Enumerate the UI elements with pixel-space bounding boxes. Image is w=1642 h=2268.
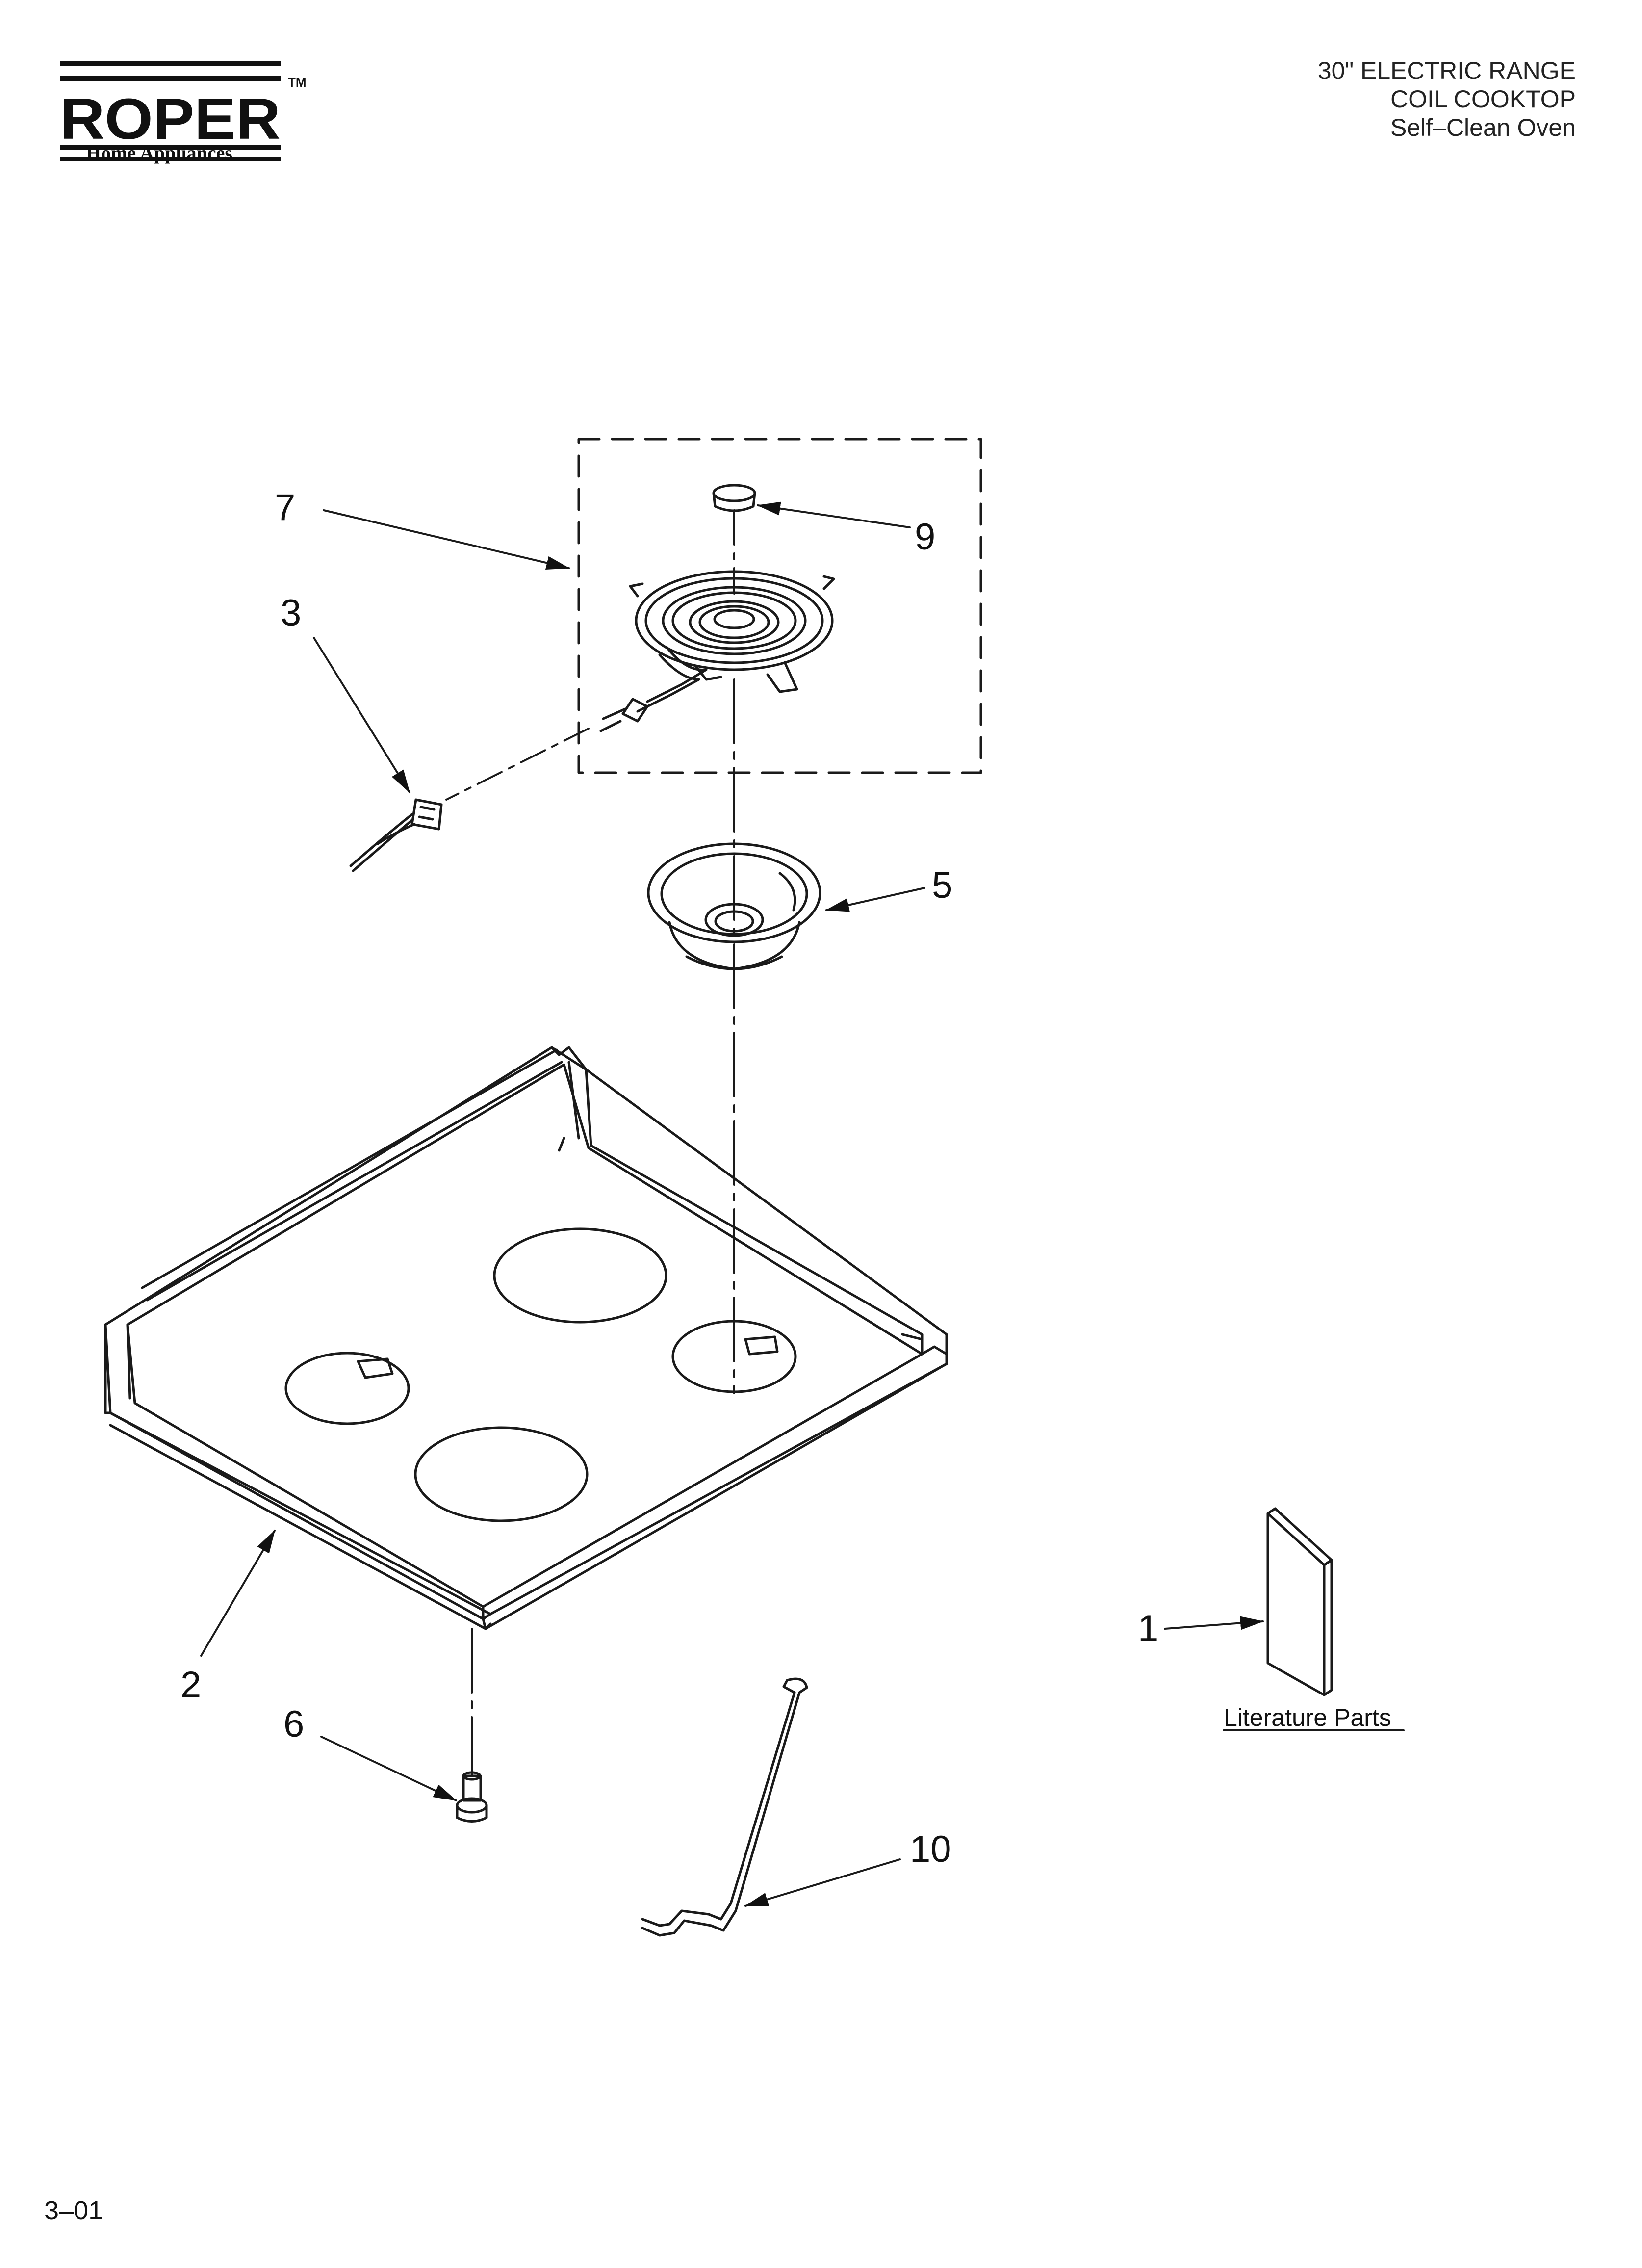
leader-9 [757,501,911,528]
leader-7 [323,509,570,570]
callout-5: 5 [932,864,952,906]
leader-6 [320,1736,457,1801]
burner-opening-front-left [284,1352,410,1425]
model-title-block: 30" ELECTRIC RANGE COIL COOKTOP Self–Cle… [1318,56,1576,142]
terminal-connector-line [445,728,590,801]
title-line-1: 30" ELECTRIC RANGE [1317,57,1576,84]
leader-10 [744,1858,901,1907]
part-9-cap [712,484,756,512]
callout-9: 9 [915,516,935,558]
leader-5 [825,887,925,912]
callout-10: 10 [910,1828,951,1870]
title-line-3: Self–Clean Oven [1390,114,1576,141]
leader-2 [200,1530,276,1657]
callout-7: 7 [275,487,295,528]
logo-tagline: Home Appliances [86,142,232,164]
callout-3: 3 [281,592,301,634]
burner-opening-rear-right [671,1320,797,1393]
leader-1 [1164,1616,1264,1630]
burner-opening-rear-left [493,1227,667,1324]
element-assembly-box [577,438,982,774]
part-1-literature-pack [1266,1507,1333,1696]
callout-2: 2 [180,1664,201,1706]
part-10-rod [641,1677,808,1937]
part-2-cooktop [104,1046,948,1630]
page-code: 3–01 [44,2196,103,2225]
part-7-coil-element [599,570,835,732]
part-6-screw [456,1771,488,1823]
callout-1: 1 [1138,1608,1158,1649]
part-5-drip-bowl [647,842,821,970]
callout-6: 6 [283,1703,304,1745]
trademark-mark: TM [288,75,307,90]
literature-parts-label: Literature Parts [1224,1704,1391,1731]
logo-wordmark: ROPER [60,87,281,152]
burner-opening-front-right [414,1426,589,1522]
leader-3 [313,637,410,793]
roper-logo: ROPER TM [60,61,307,161]
title-line-2: COIL COOKTOP [1390,85,1576,113]
part-3-terminal-block [349,798,443,872]
